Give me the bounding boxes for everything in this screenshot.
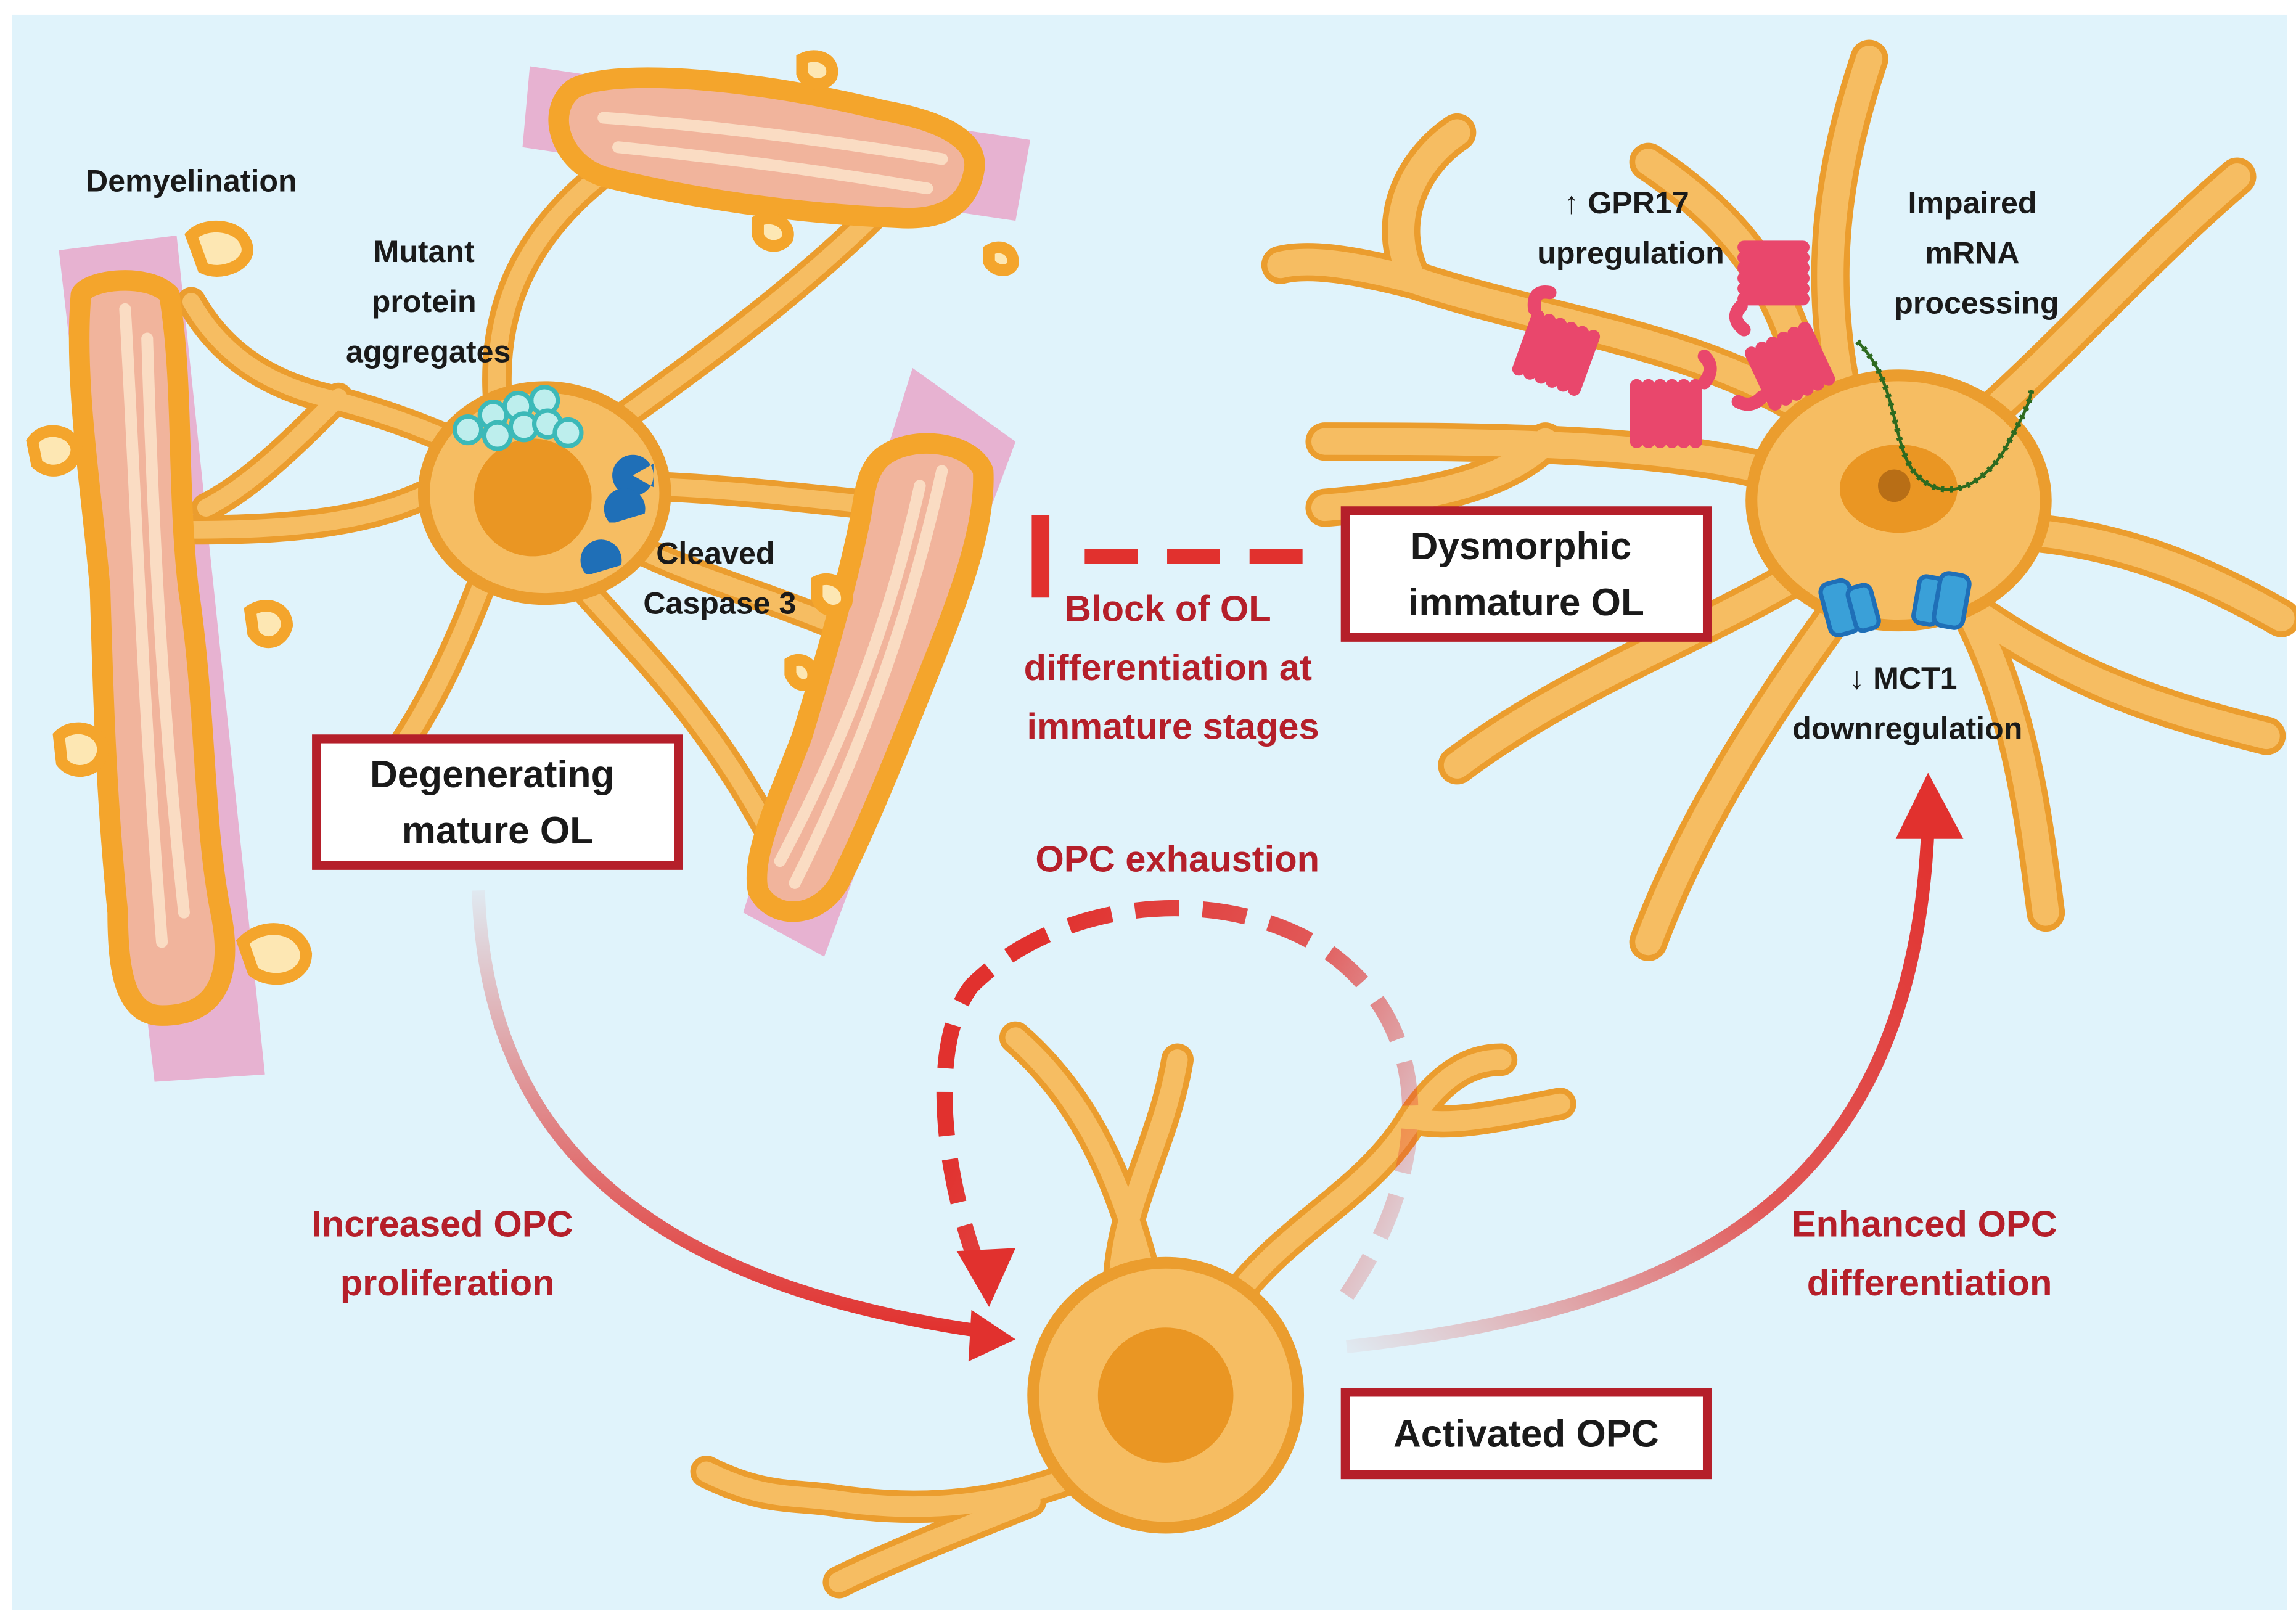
enhanced-differentiation-line-1: Enhanced OPC	[1792, 1203, 2057, 1244]
demyelination-label: Demyelination	[86, 163, 297, 198]
dysmorphic-box-line-2: immature OL	[1408, 581, 1644, 624]
arrow-increased-proliferation	[472, 890, 1016, 1362]
cleaved-caspase-line-1: Cleaved	[656, 536, 774, 570]
mutant-aggregates-label: Mutant protein aggregates	[346, 234, 510, 369]
dysmorphic-immature-ol-illustration	[1261, 39, 2296, 961]
svg-text:Degenerating mature OL: Degenerating mature OL	[370, 753, 625, 852]
mct1-transporter-icon	[1818, 571, 1972, 638]
gpr17-line-1: ↑ GPR17	[1564, 186, 1689, 220]
immature-ol-nucleolus	[1878, 469, 1911, 502]
impaired-mrna-line-1: Impaired	[1908, 186, 2037, 220]
increased-proliferation-label: Increased OPC proliferation	[311, 1203, 583, 1303]
dysmorphic-box-line-1: Dysmorphic	[1411, 525, 1632, 568]
enhanced-differentiation-label: Enhanced OPC differentiation	[1792, 1203, 2068, 1303]
myelin-segment-left	[68, 270, 236, 1026]
block-differentiation-label: Block of OL differentiation at immature …	[1024, 588, 1322, 747]
inhibition-block-line	[1031, 515, 1303, 598]
mutant-aggregates-line-1: Mutant	[374, 234, 475, 269]
gpr17-label: ↑ GPR17 upregulation	[1537, 186, 1724, 270]
enhanced-differentiation-line-2: differentiation	[1807, 1262, 2052, 1303]
block-line-1: Block of OL	[1065, 588, 1271, 629]
arrow-enhanced-differentiation	[1346, 773, 1964, 1353]
mct1-line-1: ↓ MCT1	[1849, 661, 1957, 695]
degenerating-box-line-2: mature OL	[402, 810, 593, 852]
cleaved-caspase-line-2: Caspase 3	[643, 586, 796, 621]
mct1-label: ↓ MCT1 downregulation	[1792, 661, 2022, 745]
activated-opc-illustration	[690, 1021, 1576, 1599]
mutant-aggregates-line-3: aggregates	[346, 334, 510, 369]
block-line-3: immature stages	[1027, 705, 1319, 747]
impaired-mrna-label: Impaired mRNA processing	[1894, 186, 2059, 320]
degenerating-box-line-1: Degenerating	[370, 753, 615, 796]
opc-nucleus	[1097, 1327, 1234, 1463]
mutant-protein-aggregate-icon	[453, 385, 584, 451]
degenerating-mature-ol-illustration	[26, 50, 1031, 1082]
mature-ol-nucleus	[474, 438, 592, 557]
activated-opc-box-label: Activated OPC	[1393, 1413, 1659, 1456]
increased-proliferation-line-2: proliferation	[340, 1262, 555, 1303]
gpr17-receptor-icon	[1512, 240, 1835, 448]
opc-exhaustion-label: OPC exhaustion	[1035, 838, 1319, 879]
cleaved-caspase-label: Cleaved Caspase 3	[643, 536, 796, 620]
myelin-segment-top	[548, 67, 985, 229]
degenerating-mature-ol-box: Degenerating mature OL	[312, 734, 683, 870]
svg-text:Dysmorphic immature OL: Dysmorphic immature OL	[1408, 525, 1644, 624]
myelin-debris	[26, 50, 1019, 985]
mct1-line-2: downregulation	[1792, 711, 2022, 745]
mutant-aggregates-line-2: protein	[372, 284, 477, 319]
mature-ol-processes	[162, 147, 913, 839]
block-line-2: differentiation at	[1024, 647, 1312, 688]
impaired-mrna-line-3: processing	[1894, 286, 2059, 321]
impaired-mrna-line-2: mRNA	[1925, 236, 2019, 270]
cleaved-caspase-3-icon	[580, 454, 654, 575]
increased-proliferation-line-1: Increased OPC	[311, 1203, 573, 1244]
gpr17-line-2: upregulation	[1537, 236, 1724, 270]
dysmorphic-immature-ol-box: Dysmorphic immature OL	[1340, 506, 1712, 642]
arrow-opc-exhaustion-loop	[936, 900, 1419, 1307]
activated-opc-box: Activated OPC	[1340, 1388, 1712, 1480]
